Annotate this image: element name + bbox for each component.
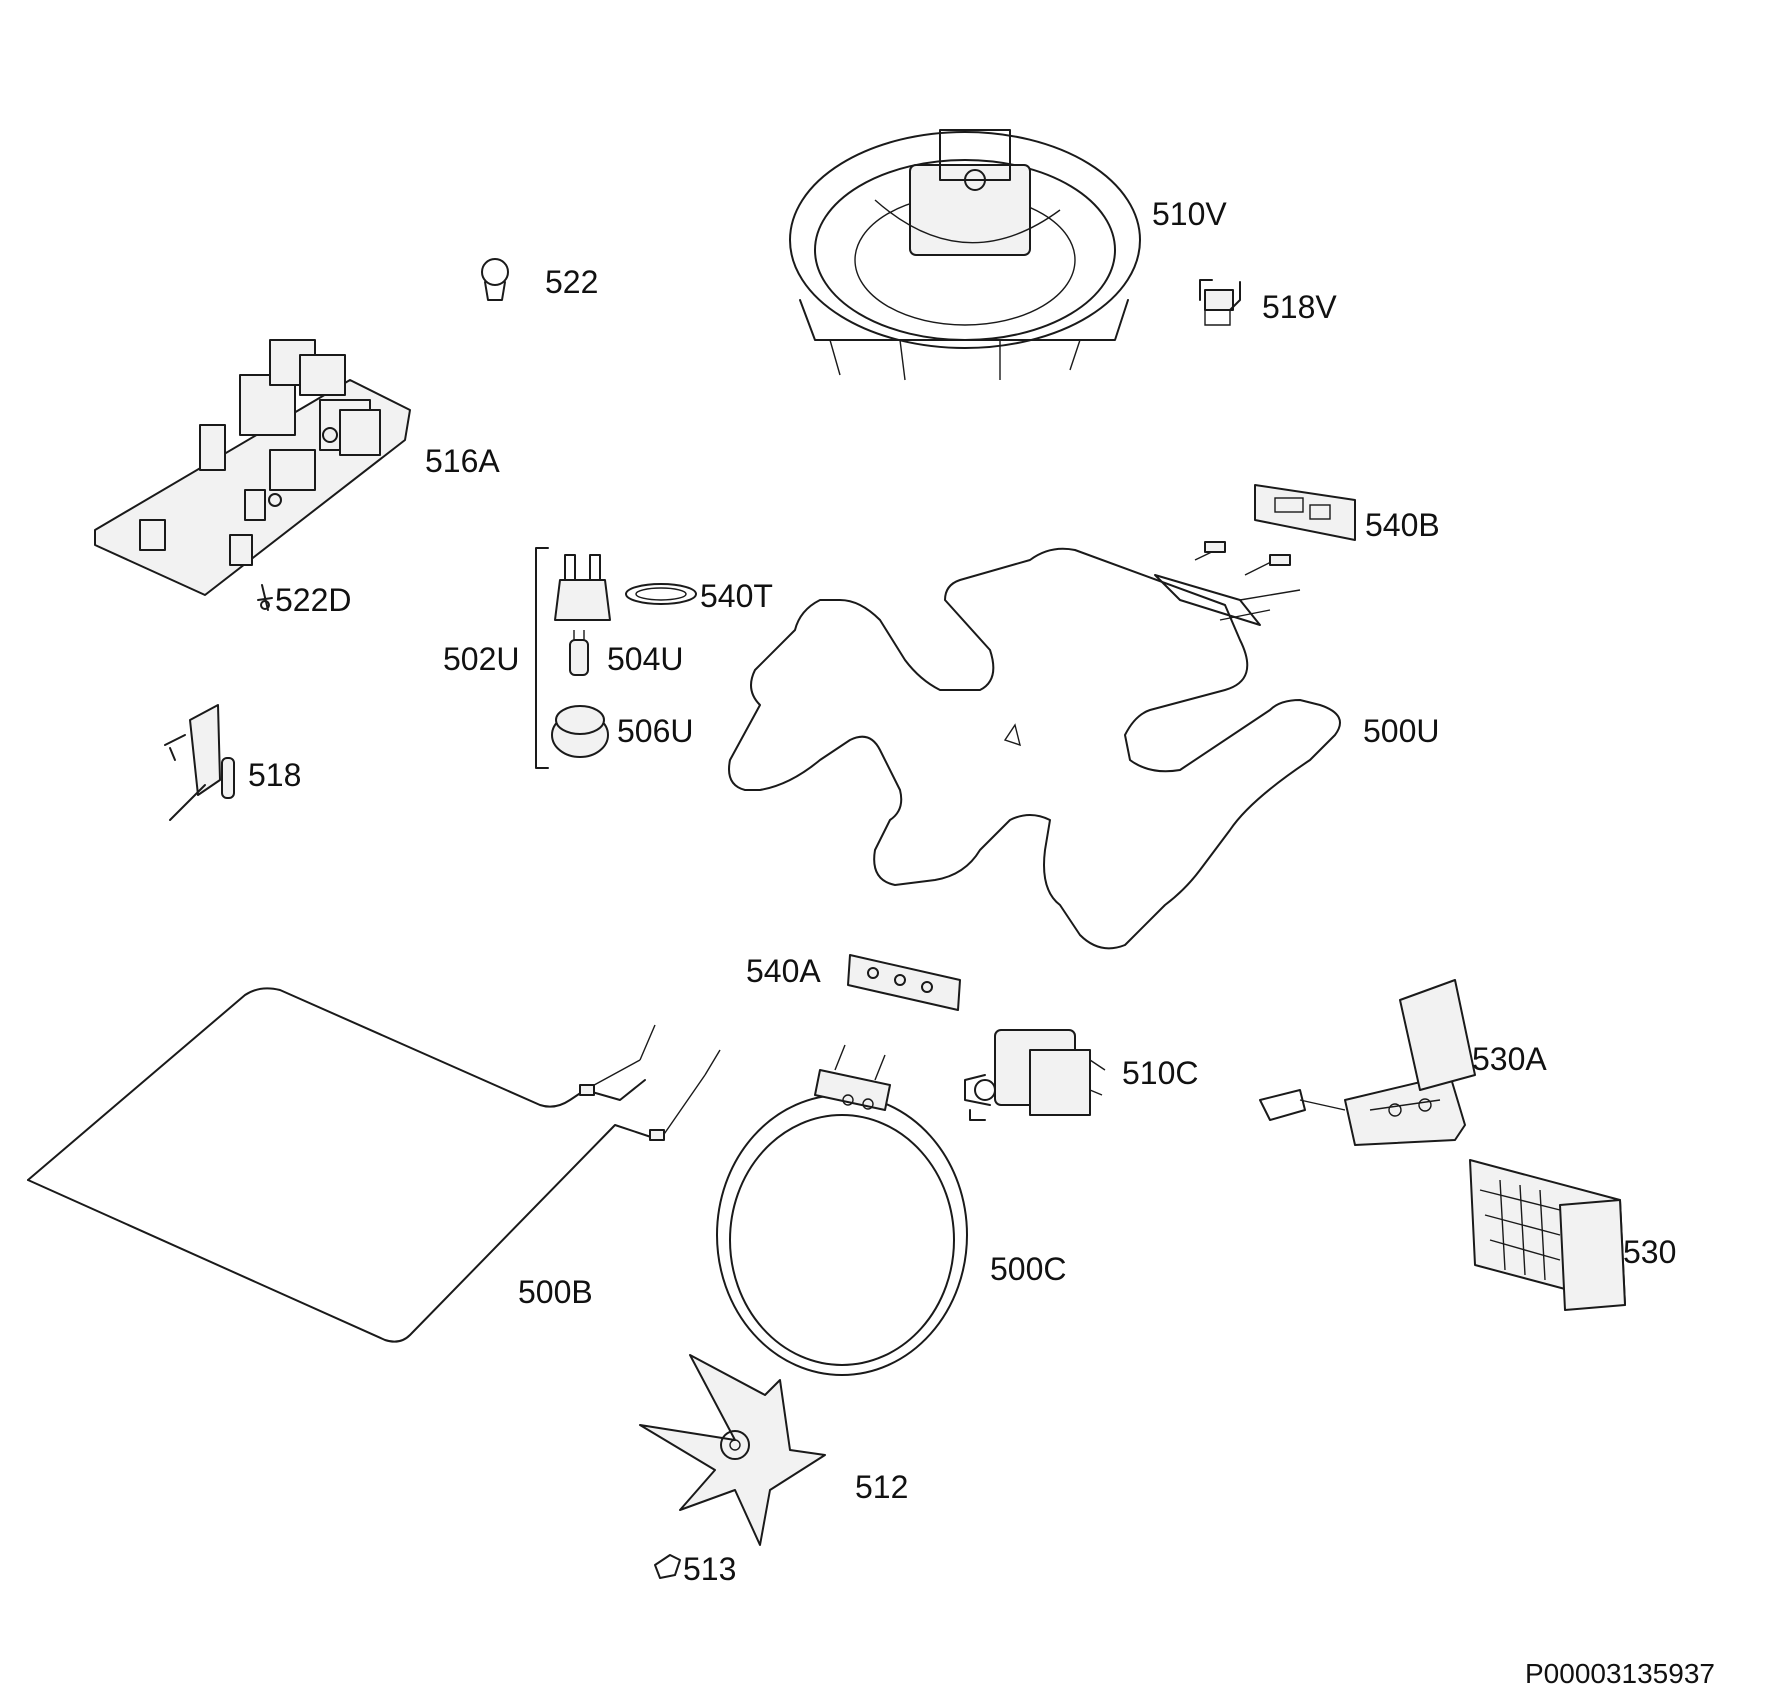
part-500B-bottom-element-drawing — [27, 987, 721, 1343]
label-500C: 500C — [990, 1251, 1067, 1287]
label-504U: 504U — [607, 641, 684, 677]
part-516A-control-board-drawing — [94, 339, 411, 596]
label-510V: 510V — [1152, 196, 1227, 232]
part-510V-fan-motor-drawing — [789, 129, 1141, 381]
part-530-terminal-strip-drawing — [1469, 1159, 1626, 1311]
part-513-nut-drawing — [654, 1554, 681, 1579]
part-512-fan-blade-drawing — [639, 1354, 826, 1546]
part-540T-seal-drawing — [625, 583, 697, 605]
part-504U-bulb-drawing — [569, 630, 589, 676]
label-540B: 540B — [1365, 507, 1440, 543]
label-502U: 502U — [443, 641, 520, 677]
part-502U-bracket-drawing — [535, 547, 549, 769]
label-540A: 540A — [746, 953, 821, 989]
part-500C-ring-element-drawing — [716, 1044, 968, 1376]
label-513: 513 — [683, 1551, 736, 1587]
label-500B: 500B — [518, 1274, 593, 1310]
part-518V-thermostat-drawing — [1199, 279, 1241, 326]
label-512: 512 — [855, 1469, 908, 1505]
label-500U: 500U — [1363, 713, 1440, 749]
label-510C: 510C — [1122, 1055, 1199, 1091]
label-530: 530 — [1623, 1234, 1676, 1270]
part-522-clip-drawing — [481, 258, 509, 301]
part-lamp-holder-drawing — [554, 554, 611, 621]
part-540A-plate-drawing — [847, 954, 961, 1011]
label-522: 522 — [545, 264, 598, 300]
part-510C-motor-drawing — [964, 1029, 1106, 1121]
label-518V: 518V — [1262, 289, 1337, 325]
part-530A-terminal-block-drawing — [1259, 979, 1476, 1146]
part-522D-drawing — [257, 584, 273, 611]
document-id: P00003135937 — [1525, 1658, 1715, 1689]
label-530A: 530A — [1472, 1041, 1547, 1077]
label-522D: 522D — [275, 582, 352, 618]
label-516A: 516A — [425, 443, 500, 479]
part-518-thermostat-drawing — [164, 704, 235, 821]
part-506U-lamp-cover-drawing — [551, 705, 609, 758]
label-506U: 506U — [617, 713, 694, 749]
label-540T: 540T — [700, 578, 773, 614]
part-500U-grill-element-drawing — [728, 541, 1341, 950]
part-540B-gasket-drawing — [1254, 484, 1356, 541]
label-518: 518 — [248, 757, 301, 793]
